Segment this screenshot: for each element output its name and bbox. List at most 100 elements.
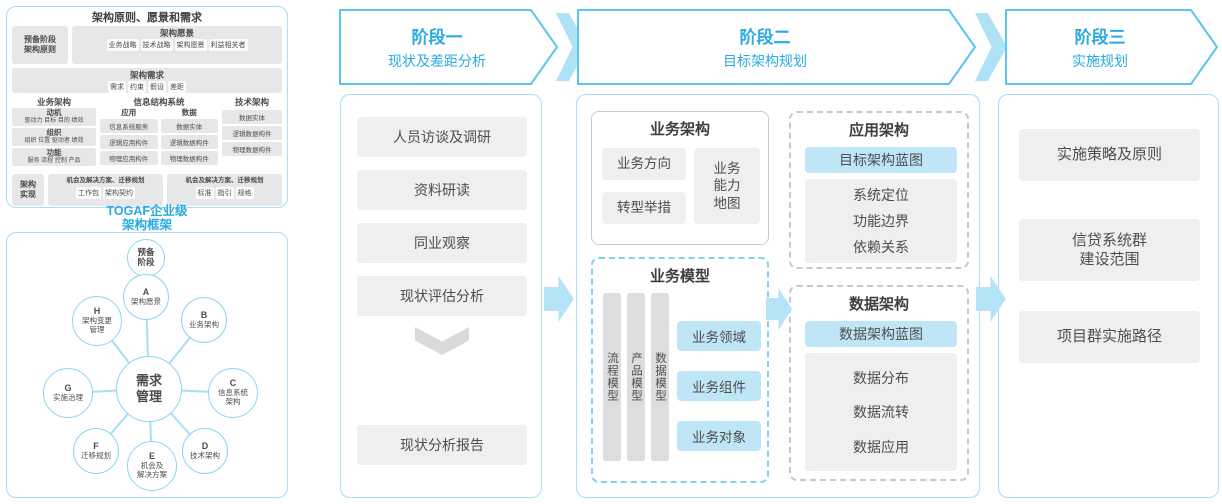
phase-2-arrow-shape bbox=[577, 9, 977, 85]
business-group: 组织 组织 位置 驱动者 绩效 bbox=[12, 128, 96, 146]
cycle-node-c: C 信息系统 架构 bbox=[208, 368, 258, 418]
app-item: 功能边界 bbox=[853, 213, 909, 229]
data-blueprint-box: 数据架构蓝图 bbox=[805, 321, 957, 347]
requirement-item: 需求 bbox=[108, 81, 126, 93]
requirement-item: 约束 bbox=[128, 81, 146, 93]
model-bar: 产品模型 bbox=[627, 293, 645, 461]
data-subtitle: 数据 bbox=[181, 108, 197, 117]
group-name: 动机 bbox=[46, 108, 62, 117]
cycle-node-g: G 实施治理 bbox=[43, 368, 93, 418]
business-arch-title: 业务架构 bbox=[36, 97, 71, 107]
flow-arrow-right-icon bbox=[544, 276, 574, 322]
phase-1-title: 阶段一 bbox=[411, 28, 463, 47]
tech-item: 物理数据构件 bbox=[222, 142, 282, 156]
application-subtitle: 应用 bbox=[121, 108, 137, 117]
requirement-item: 差距 bbox=[168, 81, 186, 93]
phase-1-subtitle: 现状及差距分析 bbox=[388, 53, 486, 69]
group-name: 组织 bbox=[46, 128, 62, 137]
capability-map-box: 业务 能力 地图 bbox=[694, 148, 760, 224]
impl-left-item: 工作包 bbox=[76, 187, 101, 199]
impl-right-item: 指引 bbox=[215, 187, 234, 199]
business-group: 动机 驱动力 目标 目的 绩效 bbox=[12, 108, 96, 126]
model-bar-label: 流程模型 bbox=[606, 352, 618, 402]
prep-vision-row: 预备阶段 架构原则 架构愿景 业务战略 技术战略 架构愿景 利益相关者 bbox=[12, 26, 282, 64]
vision-item: 架构愿景 bbox=[174, 39, 207, 51]
node-letter: F bbox=[93, 440, 99, 451]
cycle-prep-label: 预备 阶段 bbox=[137, 247, 155, 267]
node-label: 架构变更 管理 bbox=[82, 316, 112, 334]
down-arrow-icon bbox=[415, 327, 469, 355]
impl-left-item: 架构契约 bbox=[103, 187, 135, 199]
app-arch-box: 应用架构 目标架构蓝图 系统定位 功能边界 依赖关系 bbox=[789, 111, 969, 269]
phase-3-arrow: 阶段三 实施规划 bbox=[1005, 8, 1219, 86]
data-items-box: 数据分布 数据流转 数据应用 bbox=[805, 353, 957, 471]
transformation-box: 转型举措 bbox=[602, 192, 686, 224]
phase3-item: 信贷系统群 建设范围 bbox=[1019, 219, 1200, 281]
cycle-center-label: 需求 管理 bbox=[135, 372, 162, 404]
model-bar: 流程模型 bbox=[603, 293, 621, 461]
step-box: 同业观察 bbox=[357, 223, 527, 263]
phase-separator-icon bbox=[975, 13, 1007, 81]
node-label: 机会及 解决方案 bbox=[137, 461, 167, 479]
data-arch-box: 数据架构 数据架构蓝图 数据分布 数据流转 数据应用 bbox=[789, 285, 969, 481]
node-letter: C bbox=[229, 378, 237, 389]
app-item: 系统定位 bbox=[853, 187, 909, 203]
node-label: 信息系统 架构 bbox=[218, 388, 248, 406]
phase-2-arrow: 阶段二 目标架构规划 bbox=[577, 8, 977, 86]
node-letter: A bbox=[142, 286, 150, 297]
node-label: 业务架构 bbox=[189, 319, 219, 329]
phase-2-title: 阶段二 bbox=[739, 28, 791, 47]
model-bar-label: 产品模型 bbox=[630, 352, 642, 402]
app-blueprint-box: 目标架构蓝图 bbox=[805, 147, 957, 173]
data-item: 逻辑数据构件 bbox=[160, 135, 218, 149]
impl-right-section: 机会及解决方案、迁移规划 标准 指引 规格 bbox=[167, 174, 282, 206]
result-box: 现状分析报告 bbox=[357, 425, 527, 465]
phase-3-subtitle: 实施规划 bbox=[1072, 53, 1128, 69]
impl-right-item: 规格 bbox=[235, 187, 254, 199]
requirements-section: 架构需求 需求 约束 假设 差距 bbox=[12, 68, 282, 93]
phase1-panel: 人员访谈及调研 资料研读 同业观察 现状评估分析 现状分析报告 bbox=[340, 94, 542, 498]
impl-right-title: 机会及解决方案、迁移规划 bbox=[185, 177, 264, 184]
phase-header: 阶段一 现状及差距分析 阶段二 目标架构规划 阶段三 实施规划 bbox=[337, 8, 1222, 86]
cycle-node-f: F 迁移规划 bbox=[73, 428, 119, 474]
app-arch-title: 应用架构 bbox=[848, 122, 909, 139]
phase-2-subtitle: 目标架构规划 bbox=[723, 53, 807, 69]
node-label: 实施治理 bbox=[53, 392, 83, 402]
principles-title: 架构原则、愿景和需求 bbox=[92, 12, 202, 24]
implementation-row: 架构 实现 机会及解决方案、迁移规划 工作包 架构契约 机会及解决方案、迁移规划… bbox=[12, 174, 282, 206]
data-subcolumn: 数据 数据实体 逻辑数据构件 物理数据构件 bbox=[160, 108, 218, 165]
model-bar-label: 数据模型 bbox=[654, 352, 666, 402]
vision-item: 业务战略 bbox=[106, 39, 139, 51]
app-items-box: 系统定位 功能边界 依赖关系 bbox=[805, 179, 957, 263]
architecture-principles-panel: 架构原则、愿景和需求 预备阶段 架构原则 架构愿景 业务战略 技术战略 架构愿景… bbox=[6, 6, 288, 208]
cycle-center-node: 需求 管理 bbox=[116, 356, 182, 422]
data-item: 数据流转 bbox=[853, 404, 909, 420]
impl-right-item: 标准 bbox=[195, 187, 214, 199]
group-items: 驱动力 目标 目的 绩效 bbox=[24, 118, 84, 124]
tech-arch-column: 技术架构 数据实体 逻辑数据构件 物理数据构件 bbox=[222, 97, 282, 171]
impl-left-title: 机会及解决方案、迁移规划 bbox=[66, 177, 145, 184]
business-arch-column: 业务架构 动机 驱动力 目标 目的 绩效 组织 组织 位置 驱动者 绩效 功能 … bbox=[12, 97, 96, 171]
application-item: 信息系统服务 bbox=[100, 119, 158, 133]
data-item: 物理数据构件 bbox=[160, 151, 218, 165]
node-label: 迁移规划 bbox=[81, 450, 111, 460]
vision-item: 技术战略 bbox=[140, 39, 173, 51]
business-direction-box: 业务方向 bbox=[602, 148, 686, 180]
phase3-item: 实施策略及原则 bbox=[1019, 129, 1200, 181]
tech-item: 数据实体 bbox=[222, 110, 282, 124]
data-item: 数据实体 bbox=[160, 119, 218, 133]
step-box: 现状评估分析 bbox=[357, 276, 527, 316]
phase2-panel: 业务架构 业务方向 转型举措 业务 能力 地图 业务模型 流程模型 产品模型 数… bbox=[576, 94, 980, 498]
info-system-title: 信息结构系统 bbox=[133, 97, 185, 107]
application-item: 物理应用构件 bbox=[100, 151, 158, 165]
tech-arch-title: 技术架构 bbox=[234, 97, 269, 107]
group-items: 服务 流程 控制 产品 bbox=[27, 158, 81, 164]
app-item: 依赖关系 bbox=[853, 239, 909, 255]
business-domain-box: 业务领域 bbox=[677, 321, 761, 351]
step-box: 资料研读 bbox=[357, 170, 527, 210]
business-model-title: 业务模型 bbox=[649, 268, 710, 285]
business-arch-box: 业务架构 业务方向 转型举措 业务 能力 地图 bbox=[591, 111, 769, 245]
cycle-node-h: H 架构变更 管理 bbox=[72, 296, 122, 346]
architecture-columns-row: 业务架构 动机 驱动力 目标 目的 绩效 组织 组织 位置 驱动者 绩效 功能 … bbox=[12, 97, 282, 171]
togaf-framework-label: TOGAF企业级 架构框架 bbox=[106, 204, 188, 233]
